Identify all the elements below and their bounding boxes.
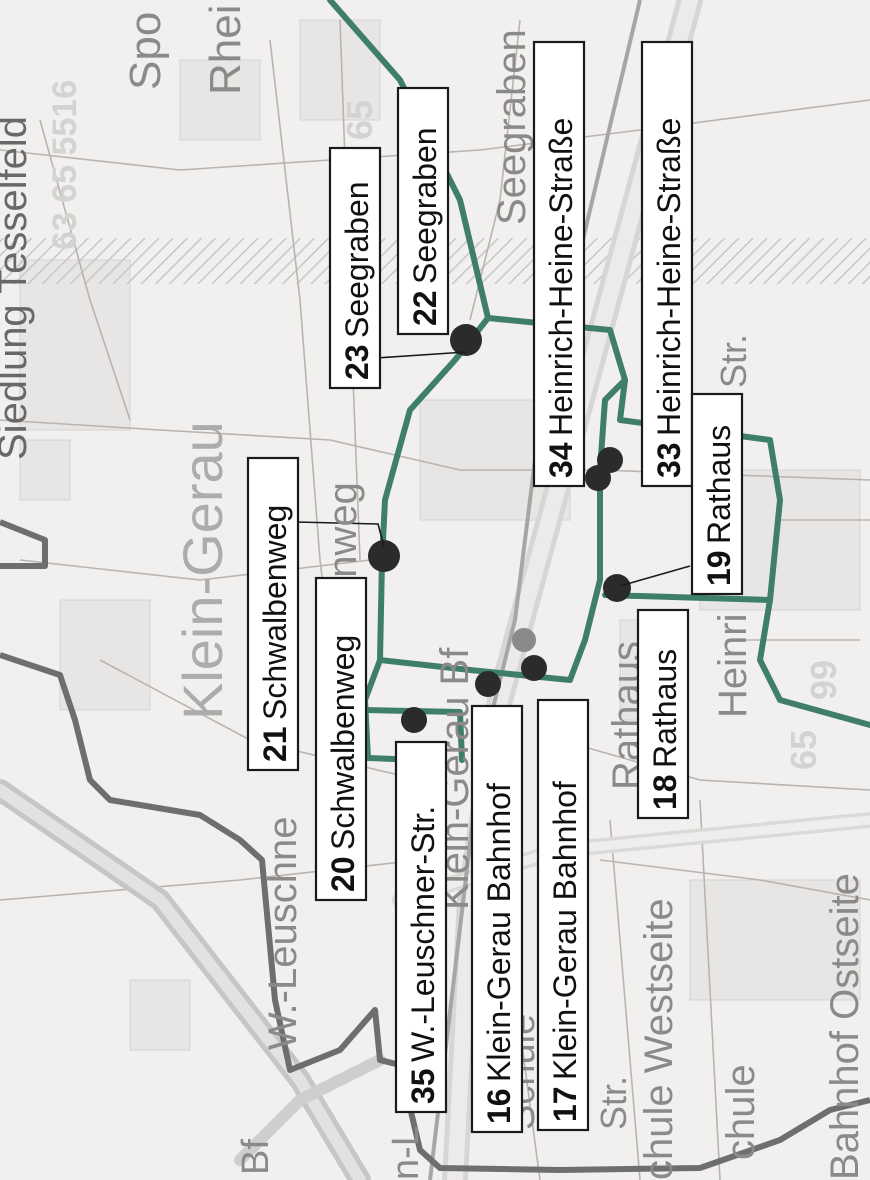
stop-name-18: Rathaus: [647, 649, 683, 768]
stop-name-21: Schwalbenweg: [257, 505, 293, 720]
stop-name-22: Seegraben: [407, 127, 443, 284]
stop-name-34: Heinrich-Heine-Straße: [543, 118, 579, 436]
stop-dot-bahnhof-a: [521, 655, 547, 681]
stop-name-35: W.-Leuschner-Str.: [405, 806, 441, 1062]
stop-label-16[interactable]: 16 Klein-Gerau Bahnhof: [470, 704, 524, 1134]
stop-label-21[interactable]: 21 Schwalbenweg: [246, 456, 300, 772]
stop-number-19: 19: [701, 550, 737, 586]
stop-label-34[interactable]: 34 Heinrich-Heine-Straße: [532, 40, 586, 488]
stop-dot-seegraben: [450, 324, 482, 356]
label-rhein: Rhei: [201, 5, 250, 96]
label-bf: Bf: [235, 1139, 277, 1175]
stop-number-17: 17: [547, 1086, 583, 1122]
stop-dot-schwalbenweg: [368, 540, 400, 572]
stop-number-18: 18: [647, 774, 683, 810]
stop-name-23: Seegraben: [339, 181, 375, 338]
stop-label-33[interactable]: 33 Heinrich-Heine-Straße: [640, 40, 694, 488]
stop-labels: 23 Seegraben 22 Seegraben 34 Heinrich-He…: [246, 40, 744, 1134]
stop-label-17[interactable]: 17 Klein-Gerau Bahnhof: [536, 698, 590, 1132]
stop-number-34: 34: [543, 442, 579, 478]
stop-number-22: 22: [407, 290, 443, 326]
label-n-l: n-L: [385, 1125, 427, 1180]
label-leuschner-street: W.-Leuschne: [261, 817, 305, 1050]
stop-number-35: 35: [405, 1068, 441, 1104]
stop-name-19: Rathaus: [701, 425, 737, 544]
road-numbers: 63 65 5516 99 65 65: [46, 80, 844, 770]
boundary-line: [0, 519, 870, 1173]
label-bahnhof-ost: Bahnhof Ostseite: [823, 873, 867, 1180]
stop-dot-rathaus: [603, 574, 631, 602]
stop-dot-bahnhof-b: [475, 671, 501, 697]
road-number-4: 65: [339, 100, 380, 140]
leader-lines: [295, 351, 691, 587]
label-sport: Spo: [121, 12, 170, 90]
label-schule-west: chule Westseite: [637, 898, 681, 1180]
label-siedlung: Siedlung Tesselfeld: [0, 116, 35, 460]
label-schule: chule: [719, 1064, 763, 1160]
label-str: Str.: [593, 1076, 634, 1130]
stop-markers: [368, 324, 631, 733]
stop-number-23: 23: [339, 344, 375, 380]
stop-label-18[interactable]: 18 Rathaus: [636, 608, 690, 820]
stop-number-20: 20: [325, 856, 361, 892]
stop-number-16: 16: [481, 1088, 517, 1124]
label-klein-gerau: Klein-Gerau: [171, 421, 234, 720]
road-number-3: 65: [783, 730, 824, 770]
stop-dot-leuschner: [401, 707, 427, 733]
stop-number-33: 33: [651, 442, 687, 478]
stop-label-19[interactable]: 19 Rathaus: [690, 392, 744, 596]
stop-label-23[interactable]: 23 Seegraben: [328, 146, 382, 390]
stop-dot-bahnhof-faded: [512, 628, 536, 652]
label-heinrich-street: Heinri: [711, 614, 755, 718]
stop-name-17: Klein-Gerau Bahnhof: [547, 781, 583, 1080]
label-seegraben-street: Seegraben: [490, 29, 534, 225]
stop-label-35[interactable]: 35 W.-Leuschner-Str.: [394, 740, 448, 1114]
stop-dot-heinrich-b: [585, 465, 611, 491]
road-number-2: 99: [803, 660, 844, 700]
stop-label-22[interactable]: 22 Seegraben: [396, 86, 450, 336]
stop-number-21: 21: [257, 726, 293, 762]
stop-name-20: Schwalbenweg: [325, 635, 361, 850]
stop-name-16: Klein-Gerau Bahnhof: [481, 783, 517, 1082]
stop-name-33: Heinrich-Heine-Straße: [651, 118, 687, 436]
label-heine-str: Str.: [713, 334, 754, 388]
stop-label-20[interactable]: 20 Schwalbenweg: [314, 576, 368, 902]
road-number-1: 63 65 5516: [46, 80, 84, 250]
